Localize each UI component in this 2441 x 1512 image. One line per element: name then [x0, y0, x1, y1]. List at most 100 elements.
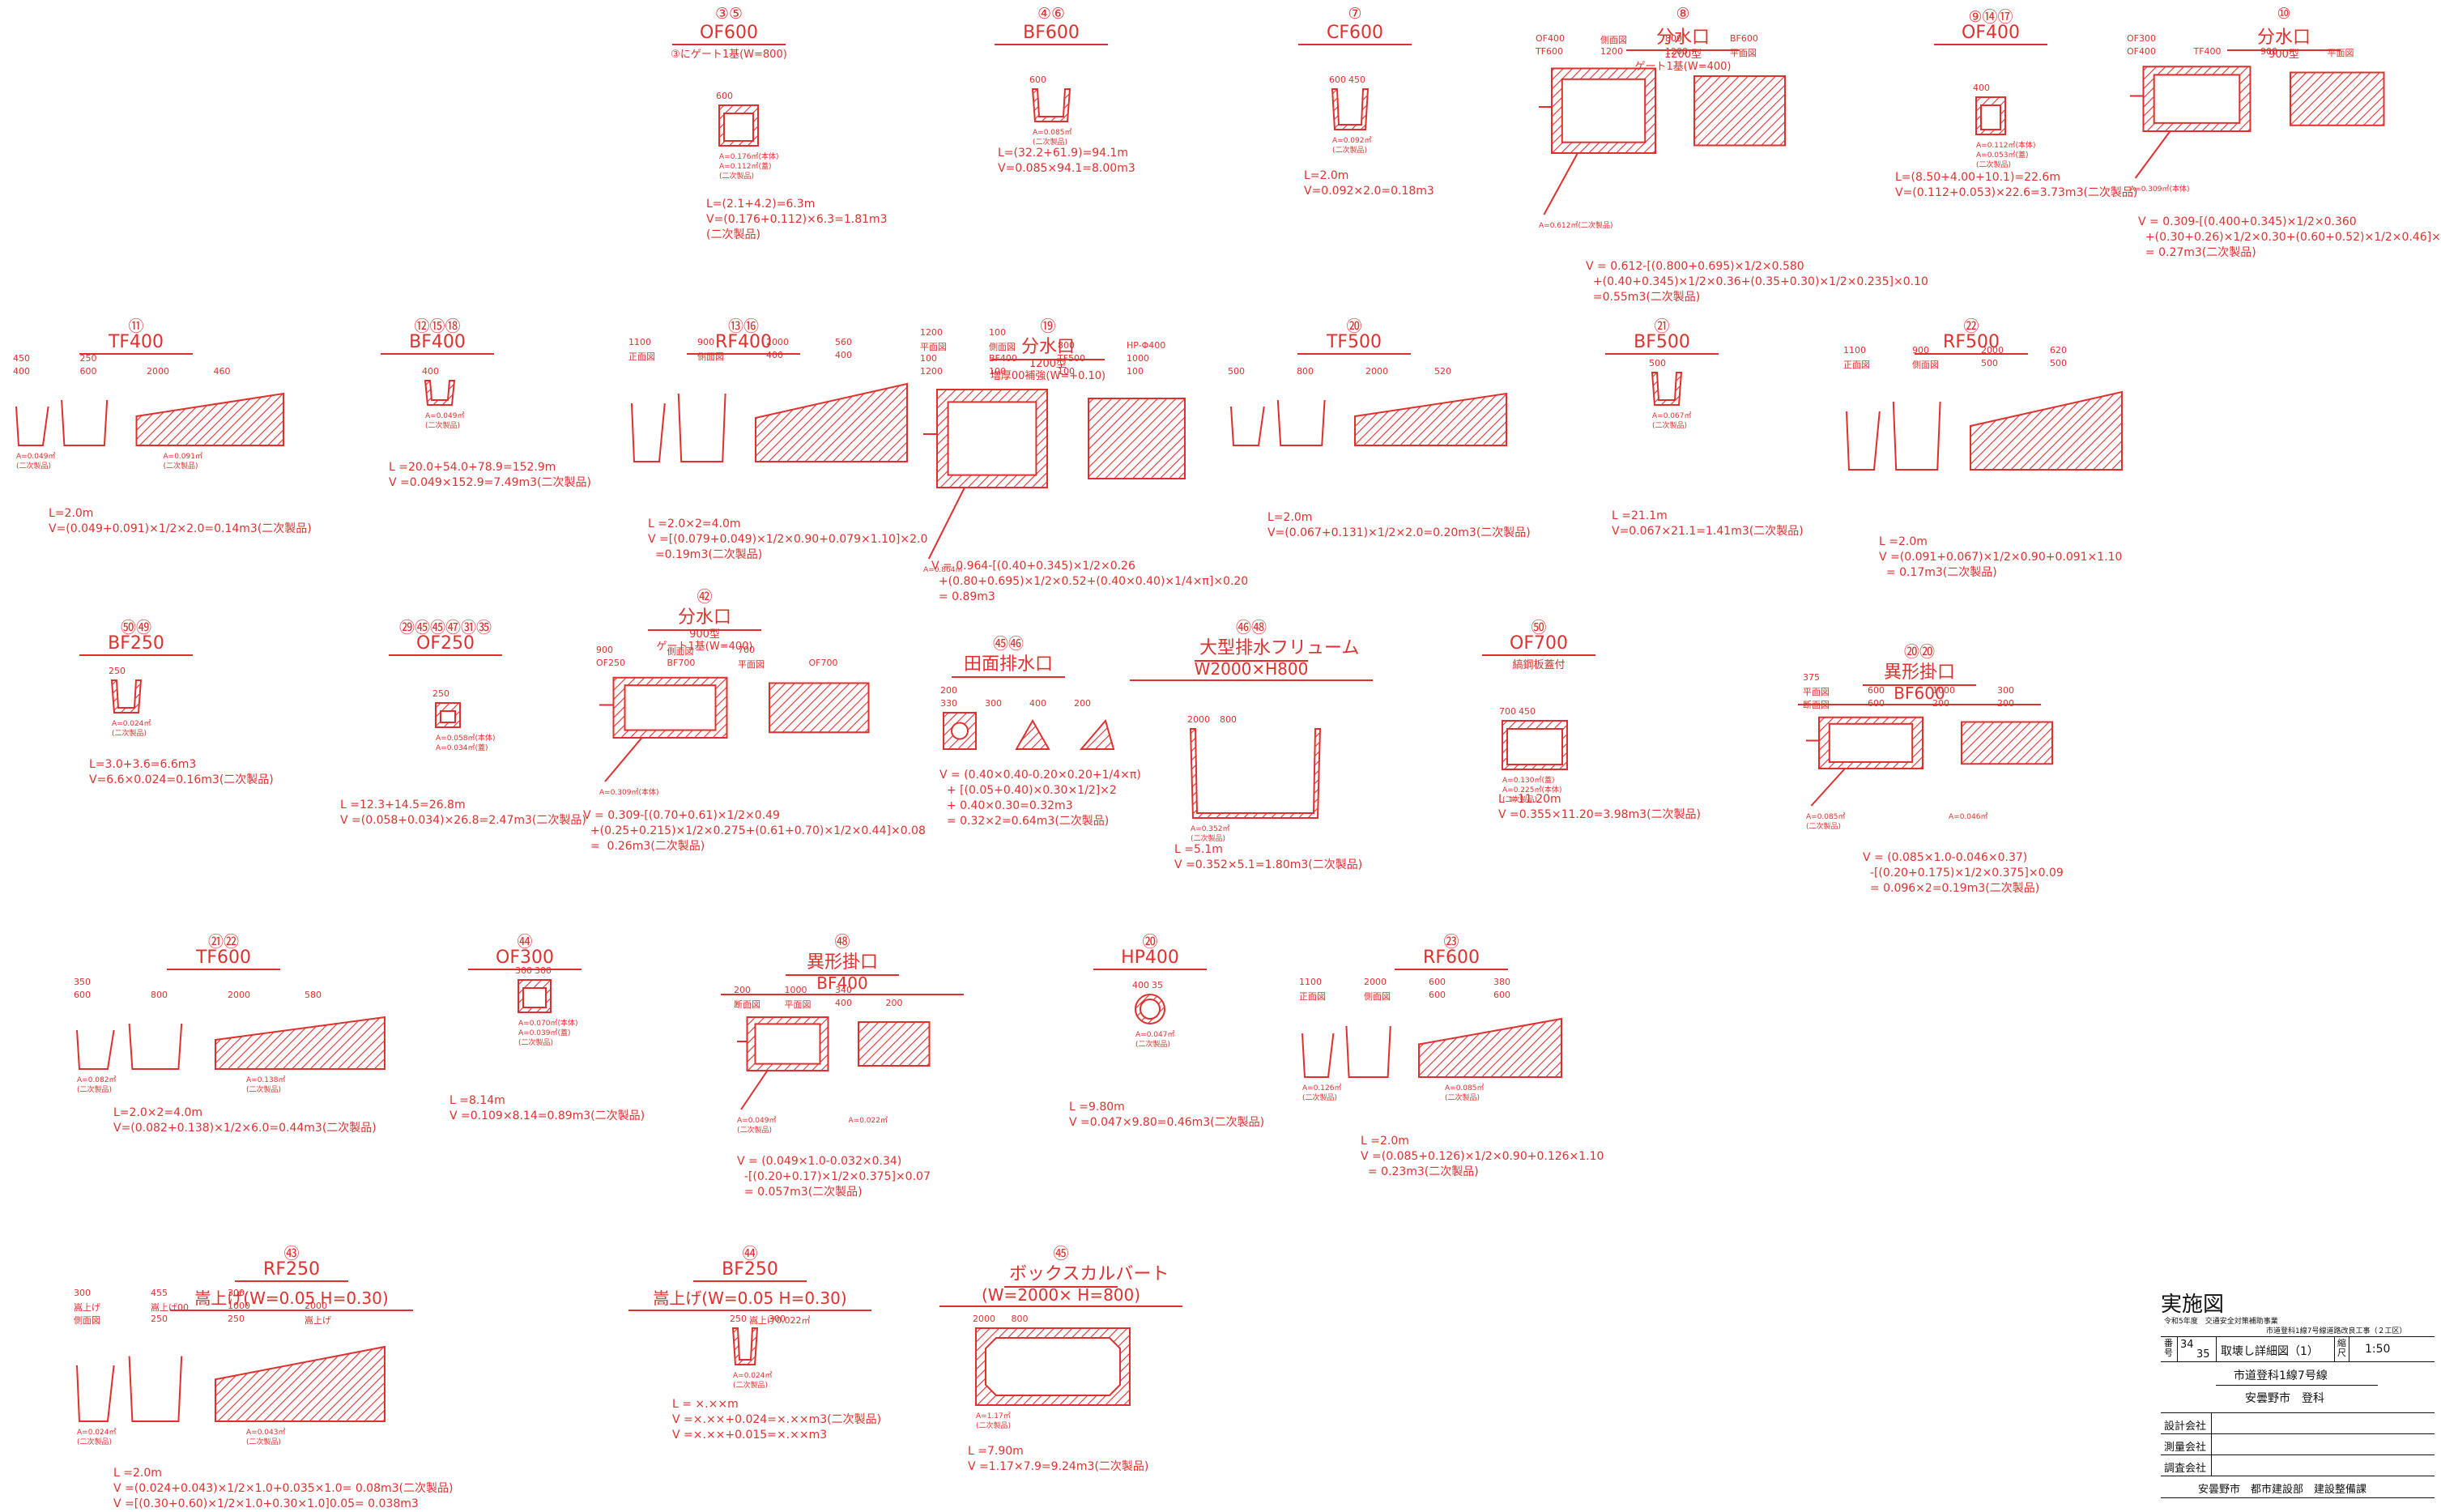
volume-calculation: L =20.0+54.0+78.9=152.9m V =0.049×152.9=… — [389, 461, 592, 489]
dimension-label: 2000 — [1364, 977, 1387, 987]
dimension-label: 600 — [1429, 990, 1446, 1000]
dimension-label: 35 — [1152, 980, 1163, 990]
detail-drawing — [1135, 994, 1165, 1024]
detail-number: ㉑㉒ — [207, 933, 239, 951]
titleblock-scale-label: 縮尺 — [2337, 1338, 2346, 1358]
detail-subtitle: W2000×H800 — [1130, 659, 1373, 681]
volume-calculation: L =5.1m V =0.352×5.1=1.80m3(二次製品) — [1174, 843, 1363, 871]
titleblock-office-row: 安曇野市 都市建設部 建設整備課 — [2161, 1476, 2435, 1498]
area-note: A=0.864㎡ — [923, 566, 963, 574]
dimension-label: 620 — [2050, 345, 2067, 356]
dimension-label: 1000 — [784, 985, 807, 995]
detail-number: ㉒ — [1963, 317, 1979, 335]
dimension-label: OF400 — [2127, 46, 2156, 57]
detail-number: ⑫⑮⑱ — [414, 317, 461, 335]
titleblock-row-2: 調査会社 — [2161, 1455, 2435, 1476]
detail-drawing — [737, 1016, 931, 1110]
titleblock-scale: 1:50 — [2365, 1343, 2391, 1356]
detail-drawing — [943, 712, 1115, 750]
detail-drawing — [1502, 720, 1568, 770]
area-note: A=0.309㎡(本体) — [599, 789, 659, 797]
detail-subtitle: 1200型 — [1664, 49, 1702, 61]
detail-number: ⑳⑳ — [1903, 643, 1935, 661]
volume-calculation: L=(32.2+61.9)=94.1m V=0.085×94.1=8.00m3 — [998, 147, 1135, 175]
area-note: A=0.352㎡ — [1191, 825, 1230, 833]
detail-title: RF500 — [1915, 332, 2028, 355]
area-note: (二次製品) — [1502, 796, 1538, 804]
dimension-label: 400 — [1973, 83, 1990, 93]
titleblock-row-0: 設計会社 — [2161, 1412, 2435, 1476]
area-note: (二次製品) — [737, 1127, 773, 1135]
volume-calculation: V = 0.612-[(0.800+0.695)×1/2×0.580 +(0.4… — [1586, 260, 1928, 304]
detail-number: ⑲ — [1040, 317, 1056, 335]
dimension-label: 2000 — [1187, 714, 1210, 725]
dimension-label: 300 — [535, 965, 552, 976]
detail-subtitle: 増厚00補強(W=+0.10) — [990, 370, 1106, 382]
detail-drawing — [631, 382, 908, 462]
dimension-label: 200 — [1997, 698, 2014, 709]
area-note: A=0.085㎡ — [1033, 129, 1072, 137]
dimension-label: 250 — [79, 353, 97, 364]
detail-number: ㊺㊻ — [992, 635, 1024, 653]
area-note: (二次製品) — [112, 730, 147, 738]
area-note: A=0.070㎡(本体) — [518, 1020, 578, 1028]
volume-calculation: L =9.80m V =0.047×9.80=0.46m3(二次製品) — [1069, 1101, 1265, 1129]
area-note: A=0.126㎡ — [1302, 1084, 1342, 1092]
dimension-label: 嵩上げ0.022㎡ — [749, 1315, 811, 1326]
area-note: (二次製品) — [1806, 823, 1842, 831]
dimension-label: 455 — [151, 1288, 168, 1298]
detail-subtitle: ③にゲート1基(W=800) — [671, 49, 787, 61]
detail-drawing — [15, 392, 284, 446]
detail-title: OF400 — [1934, 23, 2047, 45]
dimension-label: 400 — [1132, 980, 1149, 990]
detail-drawing — [110, 679, 143, 713]
volume-calculation: V = 0.964-[(0.40+0.345)×1/2×0.26 +(0.80+… — [931, 560, 1249, 603]
area-note: A=0.082㎡ — [77, 1076, 117, 1084]
detail-subtitle: 縞鋼板蓋付 — [1512, 659, 1566, 671]
dimension-label: 嵩上げ00 — [151, 1302, 189, 1313]
area-note: A=0.034㎡(蓋) — [436, 744, 488, 752]
area-note: A=0.049㎡ — [16, 453, 56, 461]
dimension-label: 側面図 — [1912, 360, 1939, 370]
dimension-label: 平面図 — [738, 659, 765, 670]
dimension-label: 500 — [2050, 358, 2067, 368]
dimension-label: 側面図 — [1600, 35, 1627, 45]
dimension-label: 600 — [1429, 977, 1446, 987]
detail-title: BF400 — [381, 332, 494, 355]
detail-title: TF600 — [167, 948, 280, 970]
detail-drawing — [1539, 67, 1786, 215]
detail-title: OF250 — [389, 633, 502, 656]
area-note: (二次製品) — [77, 1086, 113, 1094]
area-note: (二次製品) — [719, 172, 755, 181]
detail-title: TF400 — [79, 332, 193, 355]
dimension-label: 460 — [213, 366, 231, 377]
detail-drawing — [1806, 716, 2053, 807]
area-note: A=0.058㎡(本体) — [436, 735, 496, 743]
detail-subtitle: 嵩上げ(W=0.05 H=0.30) — [628, 1285, 871, 1311]
area-note: (二次製品) — [733, 1382, 769, 1390]
title-block: 実施図 令和5年度 交通安全対策補助事業 市道登科1線7号線道路改良工事（２工区… — [2161, 1288, 2435, 1498]
detail-title: RF600 — [1395, 948, 1508, 970]
dimension-label: 450 — [13, 353, 30, 364]
detail-title: RF400 — [687, 332, 800, 355]
volume-calculation: L=2.0m V=(0.067+0.131)×1/2×2.0=0.20m3(二次… — [1267, 511, 1531, 539]
detail-number: ㊻㊽ — [1235, 619, 1267, 637]
dimension-label: 1000 — [1932, 685, 1955, 696]
detail-drawing — [1975, 96, 2006, 135]
dimension-label: 400 — [835, 350, 852, 360]
detail-title: TF500 — [1297, 332, 1411, 355]
detail-drawing — [518, 979, 552, 1013]
dimension-label: 1100 — [1843, 345, 1866, 356]
area-note: A=0.138㎡ — [246, 1076, 286, 1084]
area-note: (二次製品) — [1033, 138, 1068, 147]
dimension-label: 600 — [1868, 698, 1885, 709]
volume-calculation: L=3.0+3.6=6.6m3 V=6.6×0.024=0.16m3(二次製品) — [89, 758, 274, 786]
dimension-label: 嵩上げ — [305, 1315, 331, 1326]
area-note: A=0.225㎡(本体) — [1502, 786, 1562, 794]
volume-calculation: L = ×.××m V =×.××+0.024=×.××m3(二次製品) V =… — [672, 1398, 882, 1442]
detail-number: ㉓ — [1443, 933, 1459, 951]
dimension-label: OF400 — [1536, 33, 1565, 44]
dimension-label: TF600 — [1536, 46, 1564, 57]
volume-calculation: L =2.0m V =(0.091+0.067)×1/2×0.90+0.091×… — [1879, 535, 2123, 579]
detail-subtitle: ゲート1基(W=400) — [656, 641, 753, 653]
